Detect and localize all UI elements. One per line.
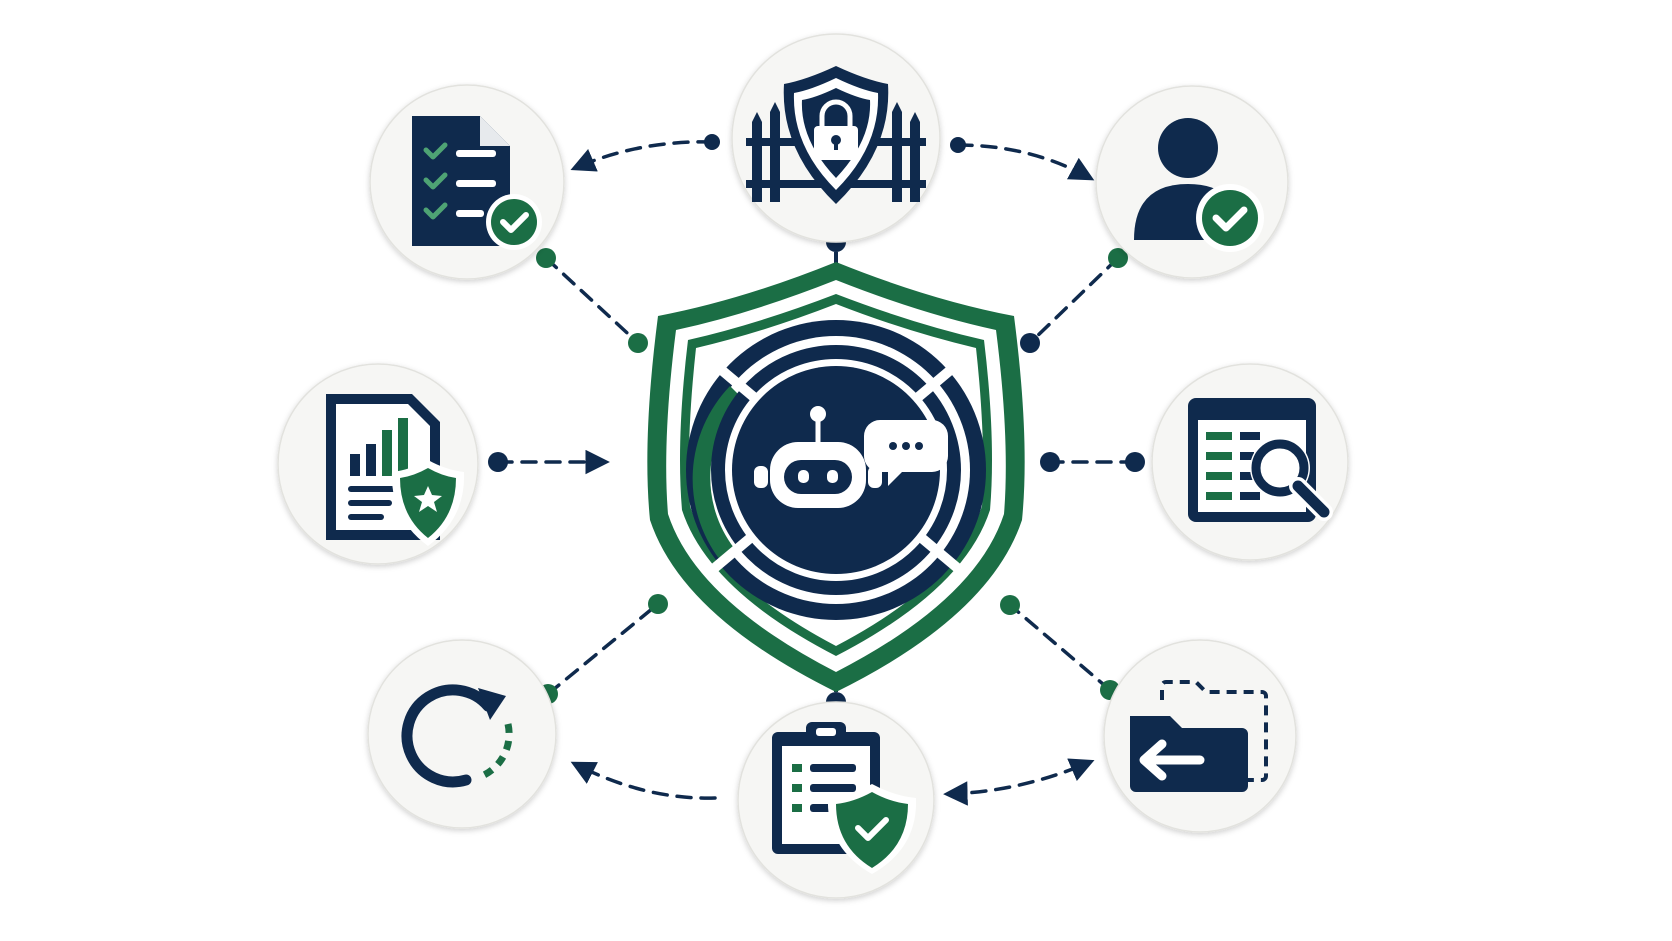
speech-bubble-icon: [864, 420, 948, 486]
connector-dot: [1000, 595, 1020, 615]
connector-bottom-right-to-bottom: [943, 758, 1095, 806]
connector-dot: [488, 452, 508, 472]
connector-bottom-right-to-center: [1008, 603, 1112, 692]
connector-dot: [1040, 452, 1060, 472]
connector-dot: [1125, 452, 1145, 472]
refresh-cycle-icon: [401, 684, 513, 788]
node-top-right[interactable]: [1095, 85, 1289, 279]
connector-dot: [1020, 333, 1040, 353]
user-verified-icon: [1134, 118, 1264, 252]
connector-top-to-top-left: [570, 140, 714, 172]
connector-dot: [536, 248, 556, 268]
shield-lock-fence-icon: [746, 66, 926, 204]
connector-dot: [950, 137, 966, 153]
connector-dot: [628, 333, 648, 353]
folder-restore-icon: [1130, 680, 1268, 792]
connector-dot: [1108, 248, 1128, 268]
node-bottom-left[interactable]: [367, 639, 557, 829]
report-chart-shield-icon: [326, 394, 465, 546]
connector-bottom-left-to-center: [546, 602, 660, 696]
checklist-document-check-icon: [412, 116, 542, 250]
connector-top-right-to-center: [1028, 256, 1120, 345]
clipboard-shield-check-icon: [772, 722, 917, 874]
connector-top-to-top-right: [956, 143, 1095, 181]
chatbot-robot-icon: [754, 406, 948, 508]
central-shield: [647, 262, 1025, 692]
connector-dot: [648, 594, 668, 614]
window-search-icon: [1188, 398, 1333, 522]
connector-bottom-to-bottom-left: [570, 761, 717, 800]
connector-top-left-to-center: [544, 256, 640, 345]
connector-dot: [704, 134, 720, 150]
green-arc: [692, 386, 742, 560]
